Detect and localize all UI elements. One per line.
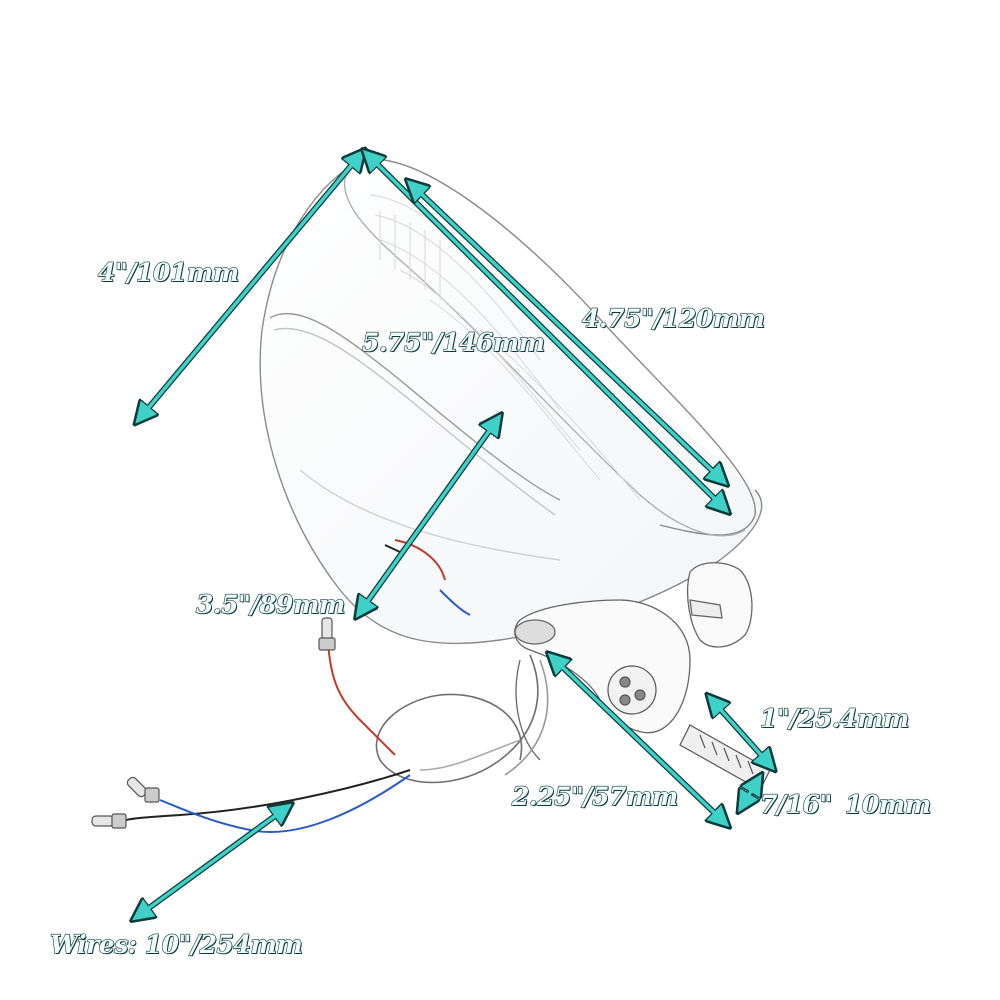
connector-red [318,617,336,651]
arrow-bracket [712,700,770,765]
label-mount: 2.25"/57mm [511,782,678,811]
arrow-width-4in [140,155,360,418]
label-diameter: 5.75"/146mm [361,328,545,357]
label-width: 4"/101mm [97,258,239,287]
arrow-wires [138,808,286,916]
label-bracket: 1"/25.4mm [759,704,910,733]
label-bolt-in: 7/16" [759,790,833,819]
connector-black [91,813,127,829]
headlight-shell [259,158,763,645]
label-lens: 4.75"/120mm [581,304,765,333]
connector-blue [126,776,160,803]
arrow-mount [553,658,724,822]
wire-conduit [375,654,549,784]
arrow-lens [412,185,722,480]
label-depth: 3.5"/89mm [195,590,346,619]
arrow-depth [360,420,497,612]
bullet-connectors [91,617,336,829]
arrow-bolt [742,780,758,806]
dimension-arrows [138,155,770,916]
label-wires: Wires: 10"/254mm [49,930,303,959]
label-bolt-mm: 10mm [844,790,931,819]
